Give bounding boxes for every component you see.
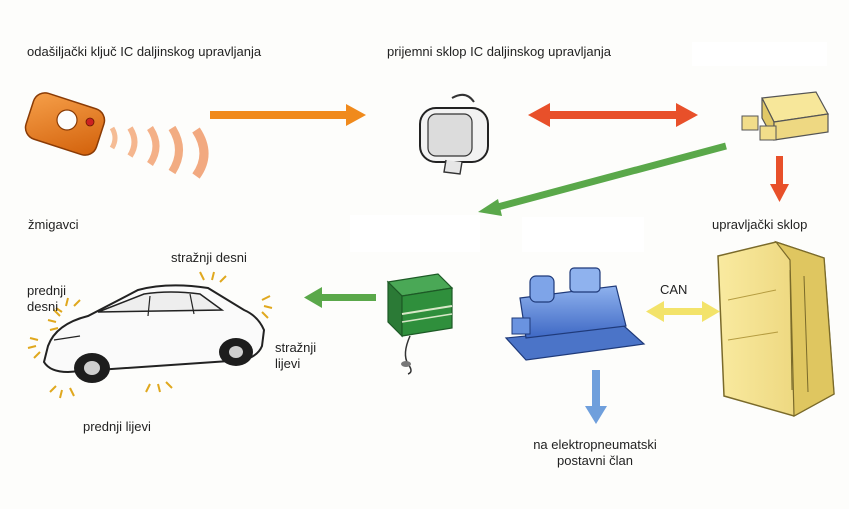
key-fob-label: odašiljački ključ IC daljinskog upravlja… (27, 44, 262, 59)
blank-label-box (522, 217, 644, 252)
car-icon (42, 284, 266, 383)
can-arrow (646, 301, 720, 322)
key-fob-icon (24, 92, 209, 179)
front-left-label: prednji lijevi (83, 419, 151, 434)
front-right-label-line2: desni (27, 299, 59, 314)
rear-left-label-line2: lijevi (275, 356, 301, 371)
pump-icon (504, 267, 646, 361)
indicators-label: žmigavci (28, 217, 79, 232)
relay-flasher-arrow (478, 142, 727, 216)
flasher-relay-icon (386, 273, 454, 375)
relay-icon (741, 91, 829, 141)
can-label: CAN (660, 282, 688, 297)
actuator-arrow (585, 370, 607, 424)
blinker-rays (27, 271, 273, 399)
control-unit-icon (717, 240, 835, 418)
receiver-mirror-icon (419, 93, 489, 175)
flasher-car-arrow (304, 287, 376, 308)
rear-right-label: stražnji desni (171, 250, 247, 265)
receiver-label: prijemni sklop IC daljinskog upravljanja (387, 44, 611, 59)
actuator-label-line1: na elektropneumatski (533, 437, 657, 452)
front-right-label-line1: prednji (27, 283, 67, 298)
rear-left-label-line1: stražnji (275, 340, 317, 355)
blank-label-box (350, 215, 480, 252)
blank-label-box (692, 42, 827, 66)
receiver-relay-arrow (528, 103, 698, 127)
relay-control-arrow (770, 156, 789, 202)
actuator-label-line2: postavni član (557, 453, 633, 468)
control-unit-label: upravljački sklop (712, 217, 808, 232)
ir-signal-arrow (210, 104, 366, 126)
